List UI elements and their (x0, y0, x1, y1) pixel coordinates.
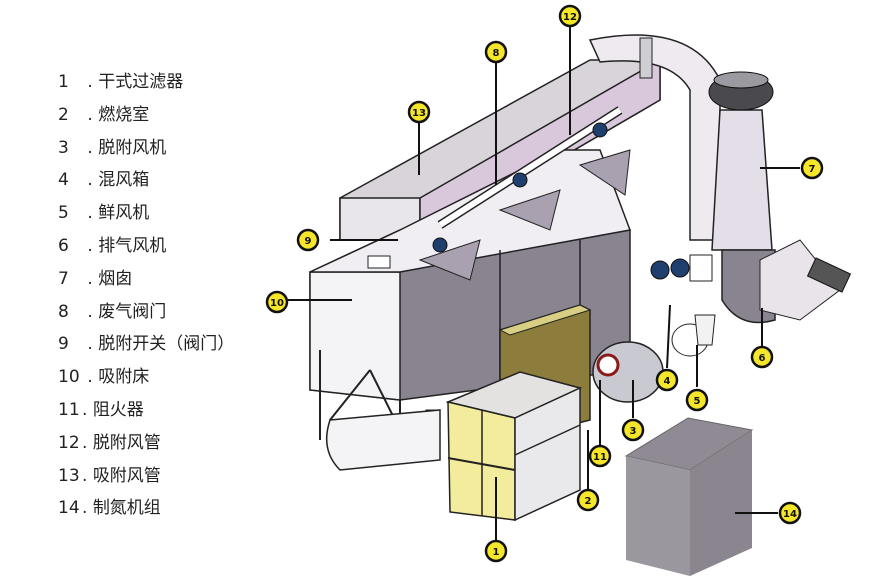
legend-label: 阻火器 (92, 399, 144, 420)
callout-2: 2 (576, 488, 600, 512)
callout-7: 7 (800, 156, 824, 180)
legend-sep: . (82, 367, 99, 388)
legend-number: 3 (58, 137, 69, 158)
legend-number: 8 (58, 301, 69, 322)
callout-label: 14 (783, 509, 797, 520)
callout-10: 10 (265, 290, 289, 314)
legend-label: 脱附风管 (92, 432, 161, 453)
legend-label: 排气风机 (98, 235, 167, 256)
legend-number: 11 (58, 399, 80, 420)
callout-8: 8 (484, 40, 508, 64)
legend-label: 烟囱 (98, 268, 133, 289)
legend-sep: . (82, 432, 93, 453)
legend-sep: . (82, 170, 99, 191)
legend-sep: . (82, 334, 99, 355)
callout-label: 2 (585, 496, 592, 507)
legend-sep: . (82, 72, 99, 92)
callout-label: 4 (664, 376, 671, 387)
legend-number: 12 (58, 432, 80, 453)
legend-label: 吸附床 (98, 367, 150, 388)
fresh-air-fan (671, 314, 716, 357)
legend-number: 7 (58, 268, 69, 289)
desorption-pipes (432, 106, 623, 253)
legend-sep: . (82, 268, 99, 289)
legend-item: 5 . 鲜风机 (58, 197, 234, 230)
desorption-fan (592, 341, 664, 403)
legend-item: 13. 吸附风管 (58, 460, 234, 493)
leader-lines (288, 22, 800, 540)
legend-number: 14 (58, 498, 80, 519)
legend-sep: . (82, 137, 99, 158)
legend-item: 7 . 烟囱 (58, 263, 234, 296)
callout-label: 11 (593, 452, 607, 463)
legend-number: 1 (58, 72, 69, 92)
legend-sep: . (82, 104, 99, 125)
valves (650, 254, 713, 282)
callout-1: 1 (484, 539, 508, 563)
legend-label: 脱附风机 (98, 137, 167, 158)
chimney (708, 71, 774, 251)
lower-duct (325, 409, 441, 471)
legend-label: 吸附风管 (92, 465, 161, 486)
dry-filter (425, 371, 583, 522)
legend-item: 8 . 废气阀门 (58, 296, 234, 329)
legend-label: 废气阀门 (98, 301, 167, 322)
exhaust-fan (721, 239, 852, 324)
callout-12: 12 (558, 4, 582, 28)
callout-6: 6 (750, 345, 774, 369)
legend-sep: . (82, 203, 99, 224)
legend-item: 10 . 吸附床 (58, 361, 234, 394)
legend-number: 13 (58, 465, 80, 486)
legend-item: 2 . 燃烧室 (58, 99, 234, 132)
legend-sep: . (82, 399, 93, 420)
legend-sep: . (82, 235, 99, 256)
legend-item: 3 . 脱附风机 (58, 132, 234, 165)
callout-label: 7 (809, 164, 816, 175)
legend-item: 12. 脱附风管 (58, 427, 234, 460)
callout-label: 10 (270, 298, 284, 309)
callout-5: 5 (685, 388, 709, 412)
callout-label: 3 (630, 426, 637, 437)
callout-label: 1 (493, 547, 500, 558)
callout-label: 5 (694, 396, 701, 407)
callout-13: 13 (407, 100, 431, 124)
legend-sep: . (82, 498, 93, 519)
legend-item: 11. 阻火器 (58, 394, 234, 427)
callout-label: 8 (493, 48, 500, 59)
legend-item: 14. 制氮机组 (58, 492, 234, 525)
legend-item: 9 . 脱附开关（阀门） (58, 328, 234, 361)
legend-number: 9 (58, 334, 69, 355)
legend-item: 1 . 干式过滤器 (58, 66, 234, 99)
legend-item: 4 . 混风箱 (58, 164, 234, 197)
callout-9: 9 (296, 228, 320, 252)
callout-label: 6 (759, 353, 766, 364)
callout-14: 14 (778, 501, 802, 525)
legend-number: 2 (58, 104, 69, 125)
legend: 1 . 干式过滤器 2 . 燃烧室 3 . 脱附风机 4 . 混风箱 5 . 鲜… (58, 66, 234, 525)
callout-4: 4 (655, 368, 679, 392)
legend-label: 混风箱 (98, 170, 150, 191)
legend-label: 制氮机组 (92, 498, 161, 519)
legend-label: 鲜风机 (98, 203, 150, 224)
legend-item: 6 . 排气风机 (58, 230, 234, 263)
legend-sep: . (82, 465, 93, 486)
legend-label: 干式过滤器 (98, 72, 184, 92)
legend-label: 燃烧室 (98, 104, 150, 125)
legend-number: 10 (58, 367, 80, 388)
legend-number: 6 (58, 235, 69, 256)
legend-number: 5 (58, 203, 69, 224)
callout-11: 11 (588, 444, 612, 468)
callout-3: 3 (621, 418, 645, 442)
callout-label: 12 (563, 12, 577, 23)
legend-sep: . (82, 301, 99, 322)
legend-label: 脱附开关（阀门） (98, 334, 235, 355)
legend-number: 4 (58, 170, 69, 191)
callout-label: 9 (305, 236, 312, 247)
nitrogen-generator (624, 417, 754, 576)
callout-label: 13 (412, 108, 426, 119)
